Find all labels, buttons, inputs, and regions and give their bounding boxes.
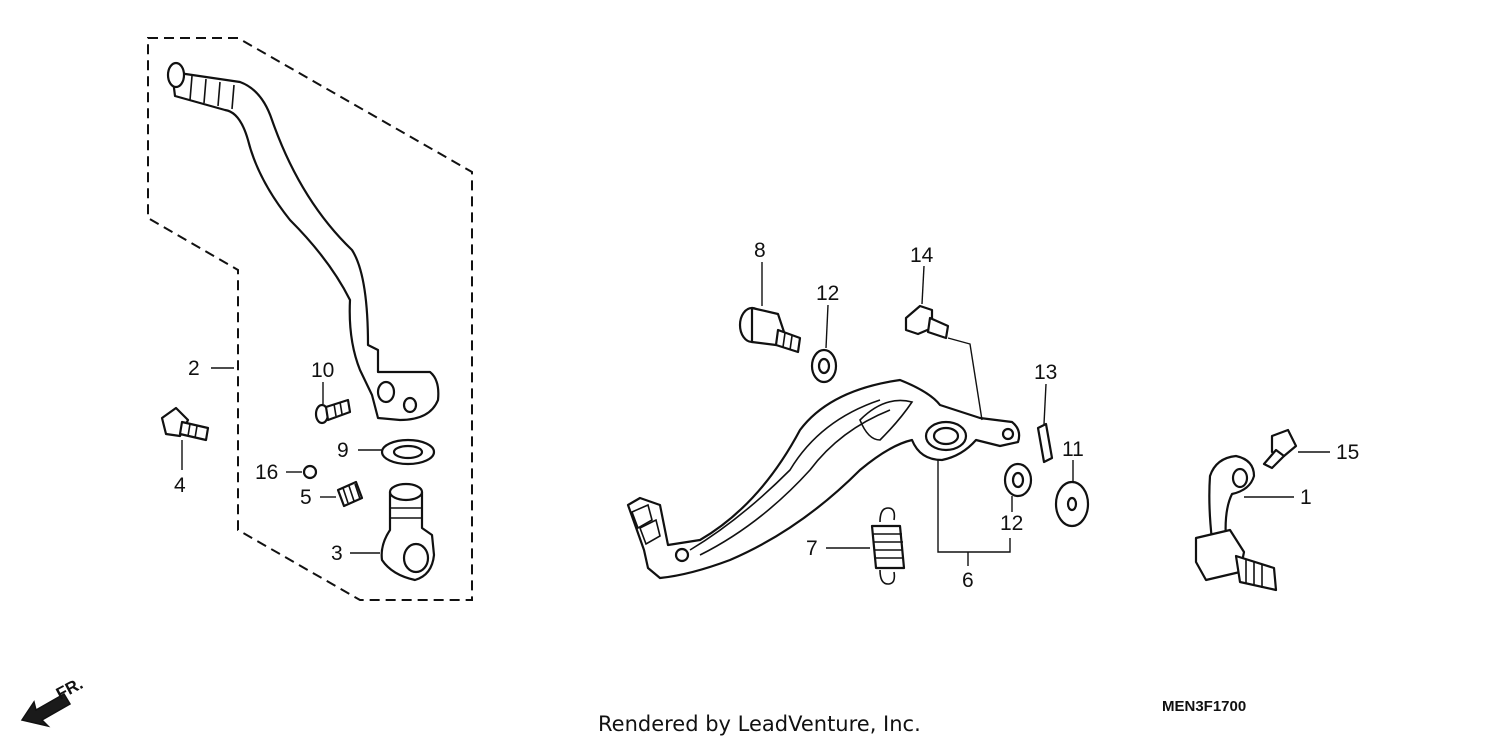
part-return-spring-7[interactable] [870, 507, 906, 585]
part-bolt-10[interactable] [314, 398, 352, 425]
callout-16: 16 [255, 461, 278, 484]
part-washer-11[interactable] [1054, 480, 1090, 528]
callout-10: 10 [311, 359, 334, 382]
part-bolt-15[interactable] [1262, 428, 1298, 470]
part-washer-12-top[interactable] [810, 348, 838, 384]
callout-8: 8 [754, 239, 766, 262]
callout-3: 3 [331, 542, 343, 565]
callout-4: 4 [174, 474, 186, 497]
diagram-code: MEN3F1700 [1162, 698, 1246, 715]
part-washer-12-bottom[interactable] [1003, 462, 1033, 498]
callout-labels: 1 2 3 4 5 6 7 8 9 10 11 12 12 13 14 15 1… [174, 239, 1359, 592]
callout-9: 9 [337, 439, 349, 462]
callout-1: 1 [1300, 486, 1312, 509]
part-spindle-3[interactable] [380, 482, 436, 582]
part-oring-16[interactable] [302, 464, 318, 480]
callout-5: 5 [300, 486, 312, 509]
callout-6: 6 [962, 569, 974, 592]
part-kick-arm[interactable] [166, 61, 440, 422]
callout-7: 7 [806, 537, 818, 560]
part-gearshift-pedal-1[interactable] [1194, 454, 1278, 592]
leader-lines [181, 262, 1330, 566]
part-brake-pedal-6[interactable] [626, 378, 1021, 580]
callout-12-bottom: 12 [1000, 512, 1023, 535]
front-direction-arrow: FR. [20, 674, 86, 728]
arrow-left-icon [20, 692, 72, 728]
callout-11: 11 [1062, 438, 1084, 461]
assembly-outline-kickstarter [147, 37, 473, 601]
part-clevis-pin-14[interactable] [904, 304, 950, 340]
part-cotter-pin-13[interactable] [1036, 422, 1054, 464]
callout-13: 13 [1034, 361, 1057, 384]
callout-14: 14 [910, 244, 934, 267]
credit-line: Rendered by LeadVenture, Inc. [598, 712, 921, 736]
part-spring-5[interactable] [336, 480, 364, 508]
callout-2: 2 [188, 357, 200, 380]
part-bolt-4[interactable] [160, 406, 210, 442]
part-pivot-bolt-8[interactable] [738, 306, 802, 354]
part-seal-9[interactable] [380, 438, 436, 466]
callout-12-top: 12 [816, 282, 839, 305]
callout-15: 15 [1336, 441, 1359, 464]
